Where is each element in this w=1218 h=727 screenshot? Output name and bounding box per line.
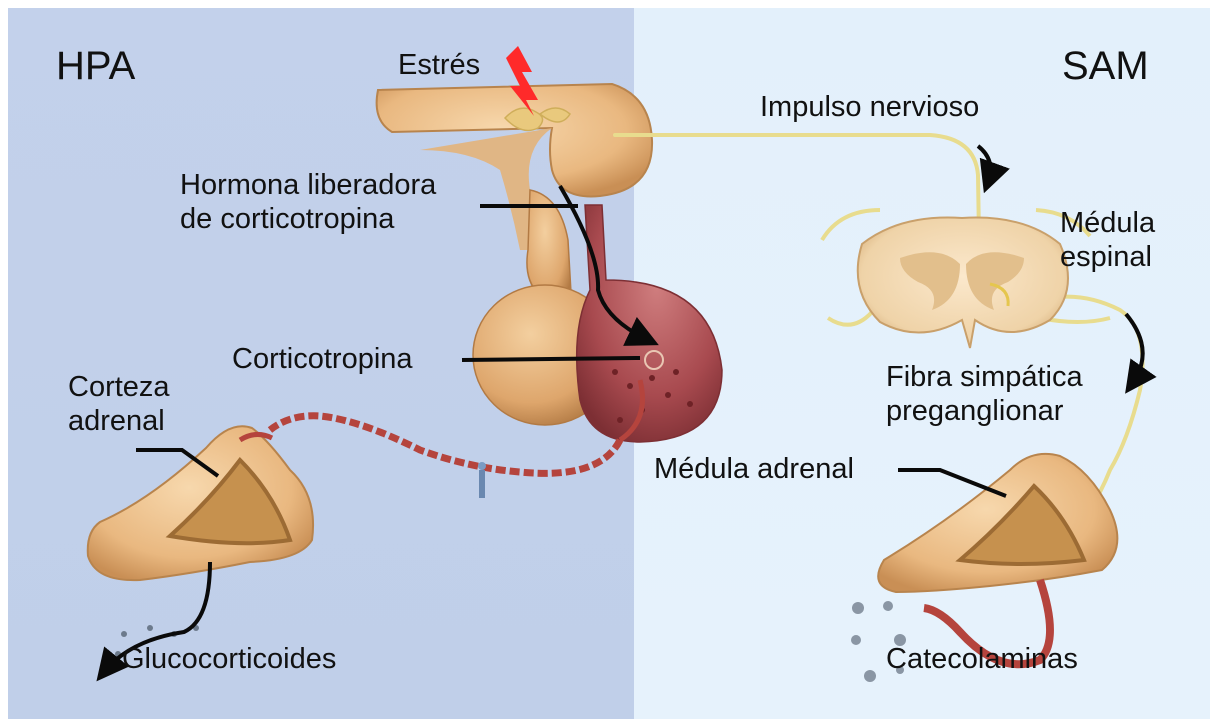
catecholamines-label: Catecolaminas — [886, 642, 1078, 676]
adrenal-cortex-label-line1: Corteza — [68, 370, 170, 404]
sympathetic-fiber-label-line1: Fibra simpática — [886, 360, 1083, 394]
adrenal-cortex-label-line2: adrenal — [68, 404, 170, 438]
adrenal-cortex-label: Corteza adrenal — [68, 370, 170, 438]
hpa-title: HPA — [56, 44, 135, 88]
adrenal-gland-right — [878, 454, 1117, 664]
stress-label: Estrés — [398, 48, 480, 82]
crh-label: Hormona liberadora de corticotropina — [180, 168, 436, 236]
glucocorticoids-label: Glucocorticoides — [122, 642, 336, 676]
sympathetic-fiber-label-line2: preganglionar — [886, 394, 1083, 428]
pituitary — [473, 190, 722, 442]
crh-label-line1: Hormona liberadora — [180, 168, 436, 202]
nerve-impulse-label: Impulso nervioso — [760, 90, 979, 124]
spinal-cord-label: Médula espinal — [1060, 206, 1155, 274]
sam-title: SAM — [1062, 44, 1149, 88]
crh-label-line2: de corticotropina — [180, 202, 436, 236]
sympathetic-fiber-label: Fibra simpática preganglionar — [886, 360, 1083, 428]
adrenal-medulla-label: Médula adrenal — [654, 452, 854, 486]
acth-leader-line — [462, 358, 640, 360]
anterior-pituitary — [577, 205, 722, 442]
blood-vessel — [270, 416, 620, 474]
adrenal-gland-left — [88, 426, 313, 580]
spinal-cord-label-line1: Médula — [1060, 206, 1155, 240]
acth-label: Corticotropina — [232, 342, 413, 376]
spinal-cord-label-line2: espinal — [1060, 240, 1155, 274]
